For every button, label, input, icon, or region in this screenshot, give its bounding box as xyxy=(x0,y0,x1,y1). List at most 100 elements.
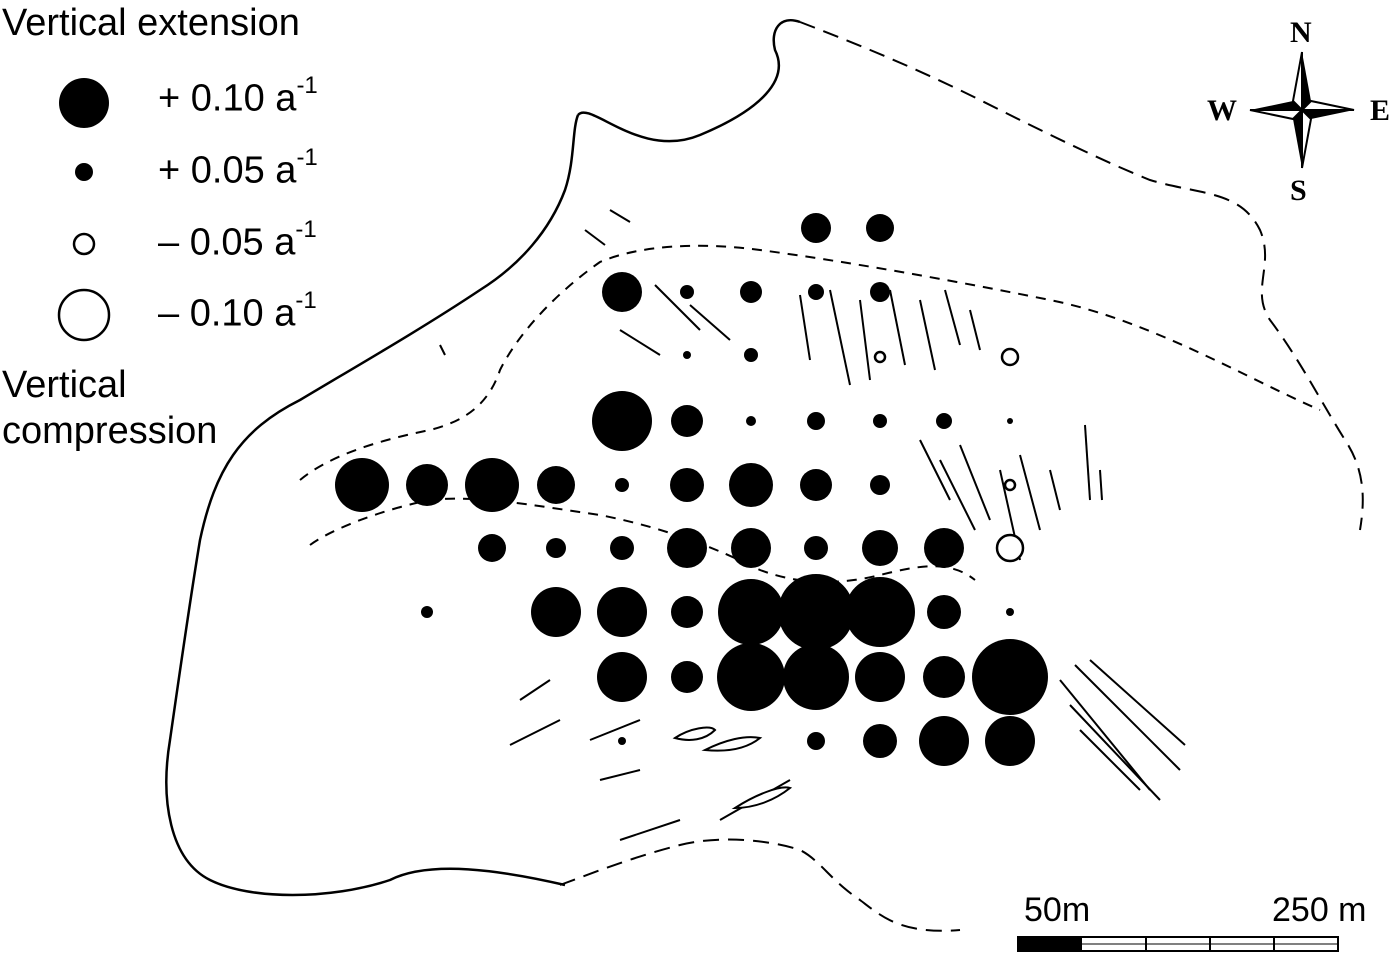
extension-marker xyxy=(778,574,854,650)
extension-marker xyxy=(1007,418,1013,424)
legend-item-4-sign: – xyxy=(158,292,180,335)
legend-item-1: + 0.10 a-1 xyxy=(158,74,318,120)
extension-marker xyxy=(731,528,771,568)
legend-item-1-value: 0.10 xyxy=(190,77,265,120)
compression-marker xyxy=(1003,478,1017,492)
legend-item-3-value: 0.05 xyxy=(189,221,264,264)
compass-rose-icon xyxy=(1249,51,1355,169)
legend-symbol-extension-large xyxy=(59,78,109,128)
extension-marker xyxy=(1006,608,1014,616)
scale-label-left: 50m xyxy=(1024,891,1091,929)
extension-marker xyxy=(406,464,448,506)
inner-dashed-boundary-upper xyxy=(299,244,1321,481)
extension-marker xyxy=(597,652,647,702)
extension-marker xyxy=(985,716,1035,766)
extension-marker xyxy=(592,391,652,451)
legend-item-1-exp: -1 xyxy=(296,72,318,99)
extension-marker xyxy=(804,536,828,560)
extension-marker xyxy=(783,644,849,710)
extension-marker xyxy=(421,606,433,618)
extension-marker xyxy=(615,478,629,492)
extension-marker xyxy=(870,475,890,495)
legend-item-2-exp: -1 xyxy=(296,144,318,171)
extension-marker xyxy=(717,643,785,711)
scale-label-right: 250 m xyxy=(1272,891,1367,929)
extension-marker xyxy=(671,405,703,437)
extension-marker xyxy=(927,595,961,629)
extension-marker xyxy=(670,468,704,502)
legend-title-extension: Vertical extension xyxy=(2,2,300,44)
compass-south-label: S xyxy=(1290,174,1307,207)
legend-item-1-unit: a xyxy=(275,77,297,120)
extension-marker xyxy=(845,577,915,647)
compression-marker xyxy=(995,533,1025,563)
extension-marker xyxy=(546,538,566,558)
extension-marker xyxy=(667,528,707,568)
extension-marker xyxy=(923,656,965,698)
legend-item-3-sign: – xyxy=(158,221,180,264)
legend-title-compression-line1: Vertical xyxy=(2,364,127,406)
legend-item-3-unit: a xyxy=(274,221,296,264)
compression-marker xyxy=(1000,347,1020,367)
extension-marker xyxy=(746,416,756,426)
glacier-outline-dashed-north xyxy=(799,21,1364,531)
extension-marker xyxy=(807,732,825,750)
legend-item-2-unit: a xyxy=(275,149,297,192)
extension-marker xyxy=(801,213,831,243)
legend-item-4-exp: -1 xyxy=(295,287,317,314)
extension-marker xyxy=(465,458,519,512)
extension-marker xyxy=(972,639,1048,715)
extension-marker xyxy=(618,737,626,745)
extension-marker xyxy=(873,414,887,428)
extension-marker xyxy=(936,413,952,429)
legend-symbols xyxy=(57,78,111,342)
extension-marker xyxy=(537,466,575,504)
extension-marker xyxy=(671,661,703,693)
extension-marker xyxy=(744,348,758,362)
legend-item-2-sign: + xyxy=(158,149,181,192)
extension-marker xyxy=(800,469,832,501)
legend-item-4-unit: a xyxy=(274,292,296,335)
legend-item-2: + 0.05 a-1 xyxy=(158,146,318,192)
extension-marker xyxy=(807,412,825,430)
extension-marker xyxy=(602,272,642,312)
glacier-outline-north xyxy=(577,19,801,143)
extension-marker xyxy=(718,579,784,645)
compression-marker xyxy=(873,350,887,364)
extension-marker xyxy=(671,596,703,628)
scale-bar xyxy=(1017,936,1339,952)
extension-marker xyxy=(597,587,647,637)
extension-marker xyxy=(870,282,890,302)
extension-marker xyxy=(680,285,694,299)
extension-marker xyxy=(729,463,773,507)
legend-symbol-compression-small xyxy=(72,232,96,256)
extension-marker xyxy=(683,351,691,359)
extension-marker xyxy=(531,587,581,637)
legend-title-compression-line2: compression xyxy=(2,410,218,452)
thrust-lenses xyxy=(672,726,793,810)
inner-dashed-boundary xyxy=(309,497,976,583)
strain-rate-markers xyxy=(335,213,1048,766)
extension-marker xyxy=(866,214,894,242)
extension-marker xyxy=(863,724,897,758)
extension-marker xyxy=(610,536,634,560)
legend-item-4-value: 0.10 xyxy=(189,292,264,335)
legend-symbol-compression-large xyxy=(57,288,111,342)
legend-item-3: – 0.05 a-1 xyxy=(158,218,317,264)
legend-item-3-exp: -1 xyxy=(295,216,317,243)
legend-symbol-extension-small xyxy=(75,163,93,181)
compass-north-label: N xyxy=(1290,16,1312,49)
extension-marker xyxy=(855,652,905,702)
legend-item-1-sign: + xyxy=(158,77,181,120)
glacier-outline-dashed-south xyxy=(559,838,961,932)
extension-marker xyxy=(924,528,964,568)
compass-west-label: W xyxy=(1207,94,1237,127)
legend-item-4: – 0.10 a-1 xyxy=(158,289,317,335)
glacier-outline-west xyxy=(165,114,580,897)
extension-marker xyxy=(808,284,824,300)
extension-marker xyxy=(919,716,969,766)
extension-marker xyxy=(862,530,898,566)
extension-marker xyxy=(740,281,762,303)
extension-marker xyxy=(335,458,389,512)
compass-east-label: E xyxy=(1370,94,1391,127)
